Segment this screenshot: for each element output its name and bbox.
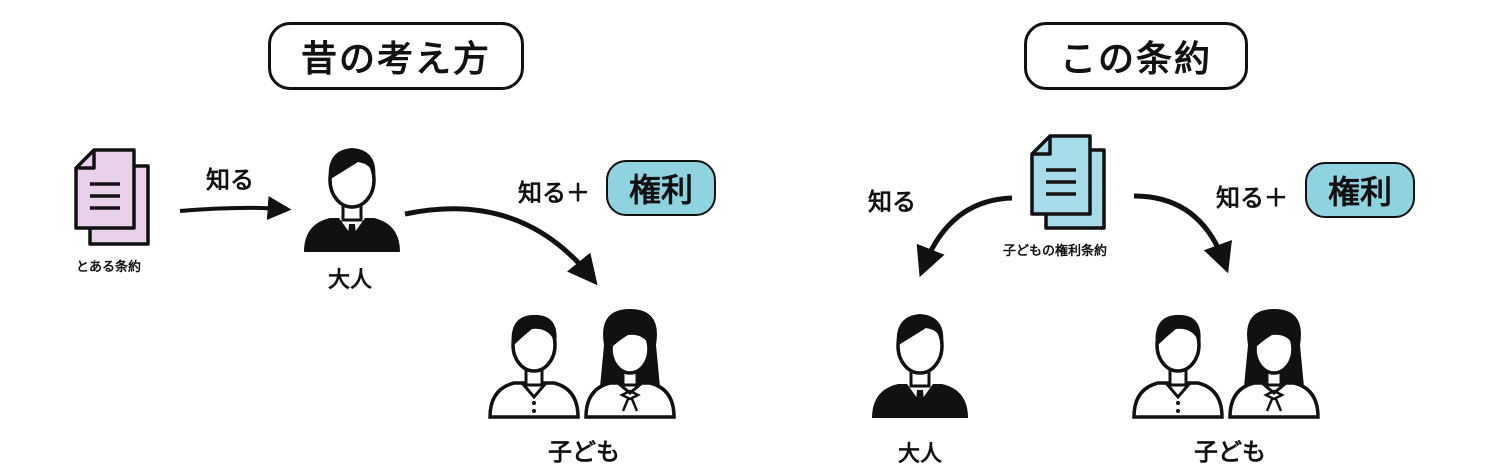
rights-pill-left: 権利 (606, 160, 716, 216)
title-right: この条約 (1024, 22, 1248, 90)
adult-label-right: 大人 (898, 442, 943, 467)
arrow-doc-to-adult (179, 196, 292, 220)
title-left: 昔の考え方 (268, 22, 524, 90)
adult-icon-right (870, 312, 970, 420)
document-icon-right (1030, 134, 1106, 230)
document-icon-left (74, 148, 150, 246)
girl-icon-left (584, 307, 676, 419)
girl-icon-right (1228, 307, 1320, 419)
children-label-right: 子ども (1194, 438, 1266, 466)
arrow-adult-to-children (404, 206, 598, 286)
children-label-left: 子ども (548, 438, 620, 466)
boy-icon-left (488, 313, 580, 419)
arrow-doc-to-adult-right (916, 195, 1013, 278)
arrow-label-left: 知る (206, 166, 254, 194)
adult-icon-left (302, 146, 402, 254)
boy-icon-right (1132, 313, 1224, 419)
know-plus-label-left: 知る＋ (518, 179, 590, 207)
rights-pill-right: 権利 (1305, 162, 1415, 218)
know-plus-label-right: 知る＋ (1216, 184, 1288, 212)
adult-label-left: 大人 (328, 268, 373, 293)
arrow-doc-to-children-right (1133, 193, 1232, 274)
doc-label-left: とある条約 (76, 260, 142, 275)
doc-label-right: 子どもの権利条約 (1003, 244, 1108, 259)
arrow-label-right-left: 知る (868, 188, 916, 216)
